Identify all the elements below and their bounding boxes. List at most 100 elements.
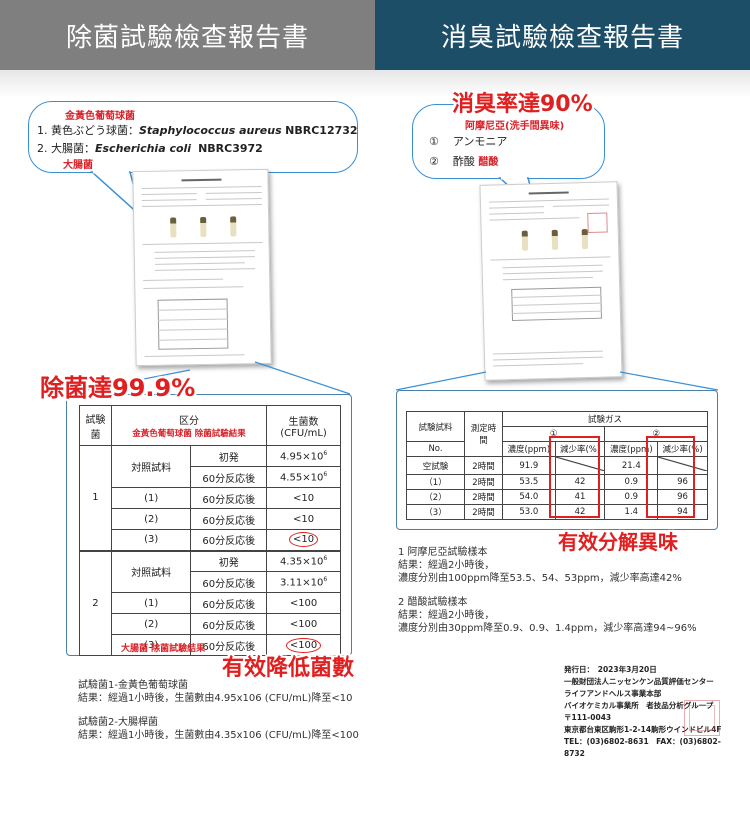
g1-s2-time: 60分反応後 [190, 508, 268, 530]
row3-c1: 53.0 [502, 504, 556, 520]
group1-label: 1 [79, 445, 112, 551]
staph-note: 試驗菌1-金黃色葡萄球菌 結果：經過1小時後，生菌數由4.95x106 (CFU… [78, 679, 378, 705]
g1-s3-circled: <10 [288, 532, 319, 548]
acetic-note-line1: 結果：經過2小時後， [398, 610, 495, 621]
odor-item1-name: アンモニア [452, 135, 508, 148]
th-section-label: 区分 [178, 416, 199, 427]
g1-60-value: 4.55×106 [266, 466, 341, 488]
row3-c2: 1.4 [604, 504, 659, 520]
ecoli-note: 試驗菌2-大腸桿菌 結果：經過1小時後，生菌數由4.35x106 (CFU/mL… [78, 716, 378, 742]
g1-init-value: 4.95×106 [266, 445, 341, 467]
item2-prefix: 2. 大腸菌： [37, 142, 95, 155]
banner-deodorant: 消臭試驗檢查報告書 [375, 0, 750, 70]
ecoli-note-line1: 結果：經過1小時後，生菌數由4.35x106 (CFU/mL)降至<100 [78, 730, 359, 741]
th-no: No. [406, 441, 465, 457]
bacteria-item-1: 1. 黄色ぶどう球菌：Staphylococcus aureus NBRC127… [37, 122, 358, 138]
caption-ecoli-zh: 大腸菌 [63, 160, 93, 171]
highlight-rate1-column [549, 436, 600, 518]
g2-s2-time: 60分反応後 [190, 613, 268, 635]
th-count-unit: (CFU/mL) [280, 427, 327, 439]
g2-init-exp: 6 [323, 555, 328, 563]
issuer-division: ライフアンドヘルス事業本部 [564, 689, 662, 698]
g1-t-60: 60分反応後 [190, 466, 268, 488]
g1-s2: (2) [110, 508, 192, 530]
ammonia-note-line1: 結果：經過2小時後， [398, 560, 495, 571]
g2-s3-circled: <100 [285, 637, 322, 653]
g1-60-exp: 6 [323, 470, 328, 478]
odor-item-2: ② 酢酸 醋酸 [429, 153, 498, 169]
th-conc1: 濃度(ppm) [502, 441, 556, 457]
odor-item2-num: ② [429, 155, 439, 168]
issuer-date: 発行日： 2023年3月20日 [564, 665, 657, 674]
deodorant-table-panel: 試験試料 測定時間 試験ガス ① ② No. 濃度(ppm) 減少率(%) 濃度… [396, 390, 718, 530]
ammonia-note-title: 1 阿摩尼亞試驗樣本 [398, 547, 488, 558]
g2-s1-time: 60分反応後 [190, 592, 268, 614]
g2-s2: (2) [110, 613, 192, 635]
left-bacteria-bubble: 金黃色葡萄球菌 1. 黄色ぶどう球菌：Staphylococcus aureus… [28, 101, 358, 173]
row0-name: 空試験 [406, 456, 465, 475]
caption-staph-zh: 金黃色葡萄球菌 [65, 111, 135, 122]
table-row: (3) 60分反応後 <100 [80, 634, 341, 656]
odor-item-1: ① アンモニア [429, 133, 507, 149]
g1-s3-time: 60分反応後 [190, 529, 268, 551]
row0-time: 2時間 [464, 456, 503, 475]
acetic-note-line2: 濃度分別由30ppm降至0.9、0.9、1.4ppm，減少率高達94~96% [398, 623, 697, 634]
row1-time: 2時間 [464, 474, 503, 490]
g2-s3-value: <100 [266, 634, 341, 656]
ammonia-note: 1 阿摩尼亞試驗樣本 結果：經過2小時後， 濃度分別由100ppm降至53.5、… [398, 546, 718, 585]
deodor-rate-headline: 消臭率達90% [452, 92, 593, 117]
th-bacteria: 試験菌 [79, 405, 112, 446]
right-odor-bubble: 阿摩尼亞(洗手間異味) ① アンモニア ② 酢酸 醋酸 [412, 104, 605, 179]
table-row: (1) 60分反応後 <10 [80, 487, 341, 509]
ecoli-result-caption: 大腸菌 除菌試驗結果 [121, 644, 206, 654]
issuer-phone: TEL：(03)6802-8631 FAX：(03)6802-8732 [564, 737, 721, 758]
g2-s3-time: 60分反応後 [190, 634, 268, 656]
table-row: 60分反応後 3.11×106 [80, 571, 341, 593]
g2-s2-value: <100 [266, 613, 341, 635]
decompose-odor-headline: 有效分解異味 [558, 530, 678, 554]
row1-name: （1） [406, 474, 465, 490]
reduce-bacteria-headline: 有效降低菌數 [222, 656, 355, 681]
table-row: (2) 60分反応後 <100 [80, 613, 341, 635]
antibacterial-rate-headline: 除菌達99.9% [40, 374, 196, 402]
issuer-org: 一般財団法人ニッセンケン品質評価センター [564, 677, 714, 686]
antibacterial-results-table: 試験菌 区分 金黃色葡萄球菌 除菌試驗結果 生菌数 (CFU/mL) 1 対照試… [79, 405, 341, 656]
g1-s3: (3) [110, 529, 192, 551]
bacteria-item-2: 2. 大腸菌：Escherichia coli NBRC3972 [37, 140, 263, 156]
th-gas: 試験ガス [502, 411, 708, 427]
diagonal-slash [554, 456, 606, 472]
table-row: 1 対照試料 初発 4.95×106 [79, 445, 341, 551]
issuer-office: バイオケミカル事業所 者技品分析グループ [564, 701, 714, 710]
table-row: (2) 60分反応後 <10 [80, 508, 341, 530]
th-time: 測定時間 [464, 411, 503, 457]
item1-prefix: 1. 黄色ぶどう球菌： [37, 124, 139, 137]
odor-item2-name: 酢酸 [452, 155, 475, 168]
g1-init-mantissa: 4.95×10 [279, 451, 324, 463]
table-row: (1) 60分反応後 <100 [80, 592, 341, 614]
item2-species: Escherichia coli [95, 142, 192, 155]
item1-strain: NBRC12732 [285, 124, 358, 137]
issuer-postcode: 〒111-0043 [564, 713, 612, 722]
g2-60-value: 3.11×106 [266, 571, 341, 593]
banner-antibacterial: 除菌試驗檢查報告書 [0, 0, 375, 70]
table-row: 60分反応後 4.55×106 [80, 466, 341, 488]
g1-s2-value: <10 [266, 508, 341, 530]
odor-item1-num: ① [429, 135, 439, 148]
acetic-note: 2 醋酸試驗樣本 結果：經過2小時後， 濃度分別由30ppm降至0.9、0.9、… [398, 596, 718, 635]
table-row: （3） 2時間 53.0 42 1.4 94 [406, 504, 708, 520]
acetic-note-title: 2 醋酸試驗樣本 [398, 597, 468, 608]
g1-init-exp: 6 [323, 449, 328, 457]
th-sample: 試験試料 [406, 411, 465, 442]
antibacterial-table-panel: 試験菌 区分 金黃色葡萄球菌 除菌試驗結果 生菌数 (CFU/mL) 1 対照試… [66, 394, 352, 656]
g1-60-mantissa: 4.55×10 [279, 472, 324, 484]
highlight-rate2-column [646, 436, 695, 518]
row1-c1: 53.5 [502, 474, 556, 490]
issuer-block: 発行日： 2023年3月20日 一般財団法人ニッセンケン品質評価センター ライフ… [564, 664, 734, 760]
th-section-red-note: 金黃色葡萄球菌 除菌試驗結果 [132, 429, 246, 439]
diagonal-slash [657, 456, 709, 472]
g2-control: 対照試料 [110, 549, 192, 593]
g2-init-mantissa: 4.35×10 [279, 556, 324, 568]
left-bubble-tail [90, 171, 144, 220]
g2-s3: (3) [110, 634, 192, 656]
